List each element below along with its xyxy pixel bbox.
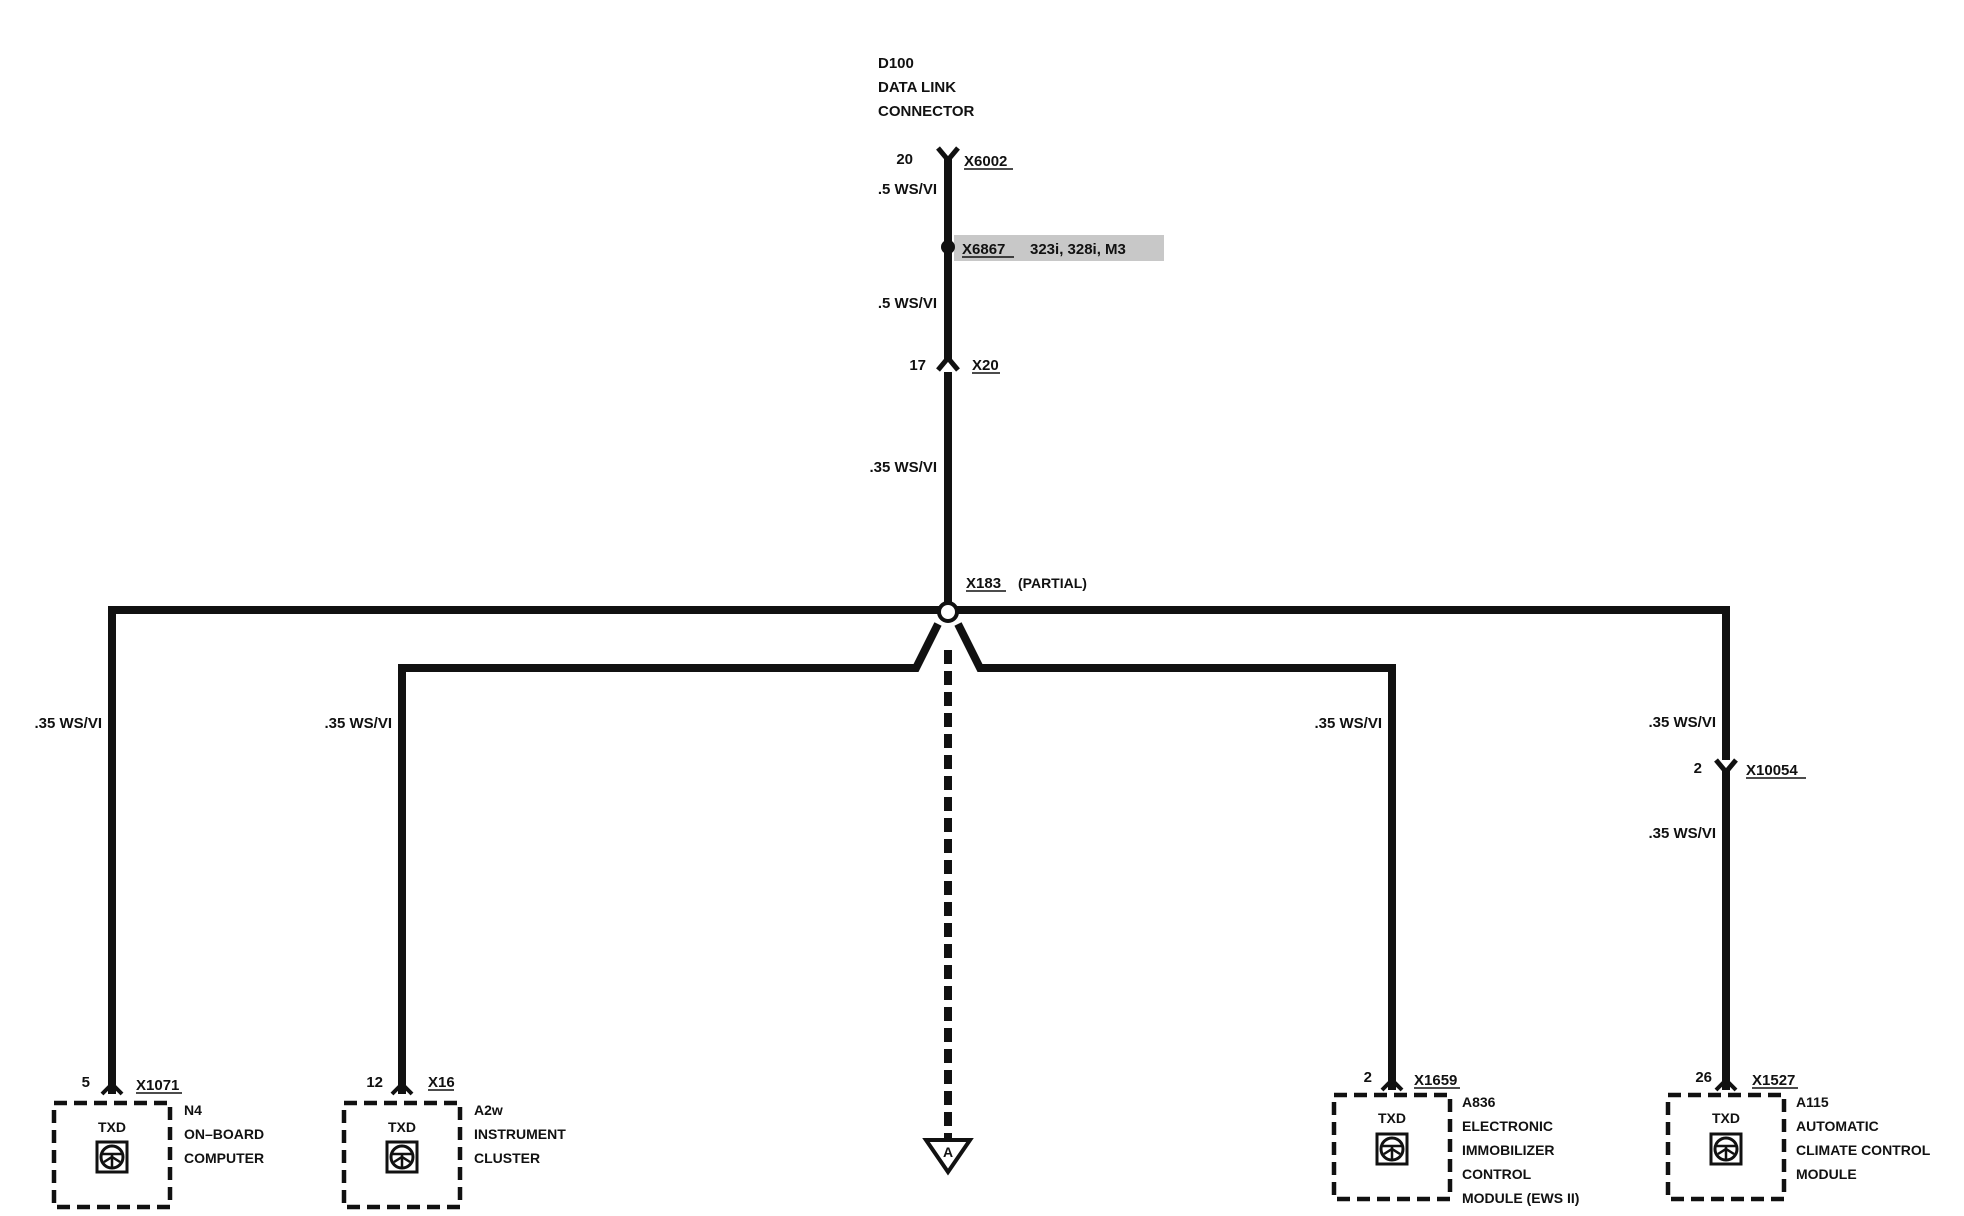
n4-pin-symbol — [100, 1081, 124, 1096]
a115-name-line2: CLIMATE CONTROL — [1796, 1142, 1931, 1158]
n4-signal: TXD — [98, 1119, 126, 1135]
x6002-pin: 20 — [896, 151, 913, 168]
wire-label-w3: .35 WS/VI — [869, 459, 937, 476]
n4-name-line1: ON–BOARD — [184, 1126, 264, 1142]
a2w-signal: TXD — [388, 1119, 416, 1135]
a2w-connector: X16 — [428, 1074, 455, 1091]
module-a2w: 12 X16 TXD A2w INSTRUMENT CLUSTER — [341, 1074, 566, 1210]
data-link-connector-label: D100 DATA LINK CONNECTOR — [878, 55, 975, 120]
a2w-pin-symbol — [390, 1081, 414, 1096]
a836-pin: 2 — [1364, 1069, 1372, 1086]
a836-id: A836 — [1462, 1094, 1496, 1110]
continuation-arrow — [922, 1138, 974, 1176]
connector-name-line2: CONNECTOR — [878, 103, 975, 120]
x6867-connector-dot — [941, 240, 955, 254]
a115-name-line1: AUTOMATIC — [1796, 1118, 1879, 1134]
a2w-pin: 12 — [366, 1074, 383, 1091]
a115-pin: 26 — [1695, 1069, 1712, 1086]
x20-ref: X20 — [972, 357, 999, 374]
n4-pin: 5 — [82, 1074, 90, 1091]
wire-label-b2: .35 WS/VI — [324, 715, 392, 732]
n4-name-line2: COMPUTER — [184, 1150, 264, 1166]
a836-name-line2: IMMOBILIZER — [1462, 1142, 1555, 1158]
n4-module-icon — [95, 1140, 129, 1174]
module-a115: 26 X1527 TXD A115 AUTOMATIC CLIMATE CONT… — [1665, 1069, 1931, 1202]
x6867-ref: X6867 — [962, 241, 1005, 258]
outer-bus-left — [108, 606, 940, 1094]
a836-name-line3: CONTROL — [1462, 1166, 1532, 1182]
wire-label-b3: .35 WS/VI — [1314, 715, 1382, 732]
wire-label-w1: .5 WS/VI — [878, 181, 937, 198]
n4-id: N4 — [184, 1102, 202, 1118]
x6002-ref: X6002 — [964, 153, 1007, 170]
x6867-models: 323i, 328i, M3 — [1030, 241, 1126, 258]
x10054-connector-symbol — [1714, 758, 1738, 776]
module-a836: 2 X1659 TXD A836 ELECTRONIC IMMOBILIZER … — [1331, 1069, 1579, 1206]
connector-id: D100 — [878, 55, 914, 72]
continuation-label: A — [943, 1144, 953, 1160]
a836-connector: X1659 — [1414, 1072, 1457, 1089]
a115-module-icon — [1709, 1132, 1743, 1166]
wire-label-b4a: .35 WS/VI — [1648, 714, 1716, 731]
inner-bus-right — [954, 622, 1396, 1090]
outer-bus-right — [956, 606, 1730, 1090]
a836-pin-symbol — [1380, 1077, 1404, 1092]
connector-name-line1: DATA LINK — [878, 79, 956, 96]
a836-name-line4: MODULE (EWS II) — [1462, 1190, 1579, 1206]
a115-id: A115 — [1796, 1094, 1829, 1110]
a115-name-line3: MODULE — [1796, 1166, 1857, 1182]
a115-connector: X1527 — [1752, 1072, 1795, 1089]
a2w-module-icon — [385, 1140, 419, 1174]
a2w-name-line1: INSTRUMENT — [474, 1126, 566, 1142]
n4-connector: X1071 — [136, 1077, 179, 1094]
a2w-name-line2: CLUSTER — [474, 1150, 540, 1166]
wire-label-b1: .35 WS/VI — [34, 715, 102, 732]
splice-circle — [937, 601, 959, 623]
inner-bus-left — [398, 622, 942, 1094]
a2w-id: A2w — [474, 1102, 503, 1118]
n4-module-box — [51, 1100, 173, 1210]
a836-module-icon — [1375, 1132, 1409, 1166]
x10054-pin: 2 — [1694, 760, 1702, 777]
splice-note: (PARTIAL) — [1018, 575, 1087, 591]
wire-label-b4b: .35 WS/VI — [1648, 825, 1716, 842]
x20-connector-symbol — [936, 354, 960, 372]
a115-signal: TXD — [1712, 1110, 1740, 1126]
x20-pin: 17 — [909, 357, 926, 374]
splice-ref: X183 — [966, 575, 1001, 592]
module-n4: 5 X1071 TXD N4 ON–BOARD COMPUTER — [51, 1074, 264, 1210]
a115-pin-symbol — [1714, 1077, 1738, 1092]
wire-label-w2: .5 WS/VI — [878, 295, 937, 312]
a836-name-line1: ELECTRONIC — [1462, 1118, 1553, 1134]
a836-signal: TXD — [1378, 1110, 1406, 1126]
x10054-ref: X10054 — [1746, 762, 1798, 779]
